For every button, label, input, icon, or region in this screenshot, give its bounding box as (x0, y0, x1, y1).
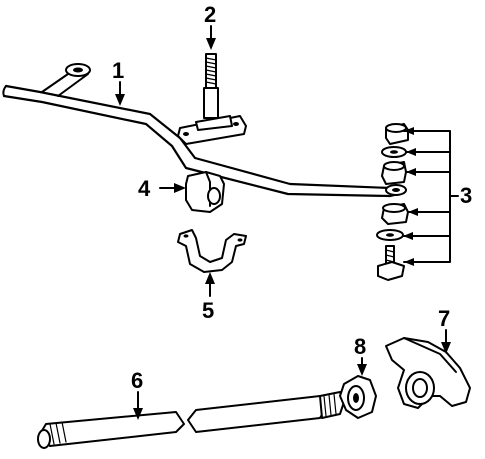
link-kit (376, 123, 459, 281)
callout-7: 7 (438, 306, 450, 331)
bushing (159, 171, 225, 213)
leader-lines (115, 25, 216, 106)
callout-8: 8 (354, 334, 366, 359)
stabilizer-bar (2, 63, 407, 198)
callout-1: 1 (112, 58, 124, 83)
callout-5: 5 (202, 298, 214, 323)
callout-3: 3 (460, 183, 472, 208)
axle-housing-yoke (385, 329, 471, 409)
bushing-clamp (177, 229, 247, 297)
driveshaft (37, 391, 345, 449)
stud-bracket (177, 53, 247, 145)
callout-2: 2 (204, 2, 216, 27)
callout-4: 4 (138, 176, 151, 201)
flange (339, 357, 377, 419)
callout-6: 6 (131, 368, 143, 393)
